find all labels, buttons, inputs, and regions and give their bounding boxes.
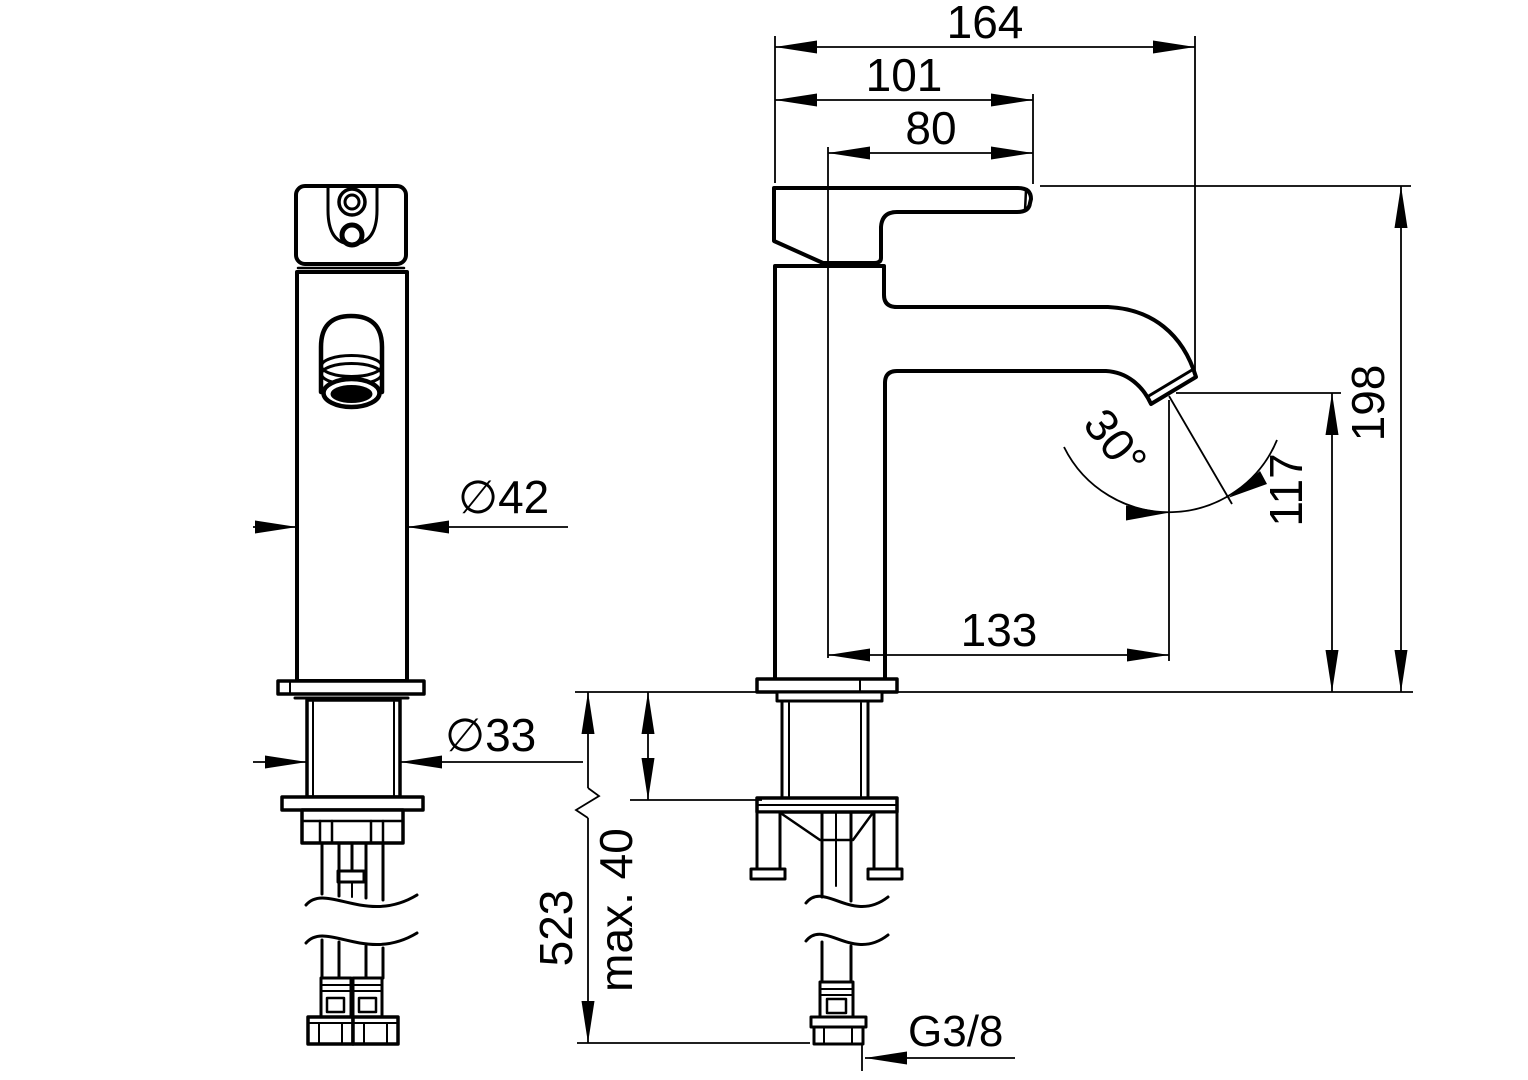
front-handle-ring [337,187,367,217]
dim-label-dia33: ∅33 [445,709,536,761]
front-break-line [304,893,419,908]
front-spout-outlet [318,313,385,410]
faucet-side-view [749,186,1198,1046]
faucet-front-view [276,184,426,1046]
front-mounting-nut [300,808,405,845]
dim-label-523: 523 [530,890,582,967]
dim-label-133: 133 [961,604,1038,656]
front-hose-connectors [306,976,400,1046]
dimension-annotations [253,36,1413,1071]
side-break-line [804,894,890,909]
dim-line-523 [574,692,810,1044]
dim-label-g38: G3/8 [908,1007,1003,1056]
front-supply-hoses [304,841,419,980]
dimension-labels: 164 101 80 133 117 198 523 max. 40 30° ∅… [445,0,1394,1056]
dim-angle-30 [1063,395,1278,521]
side-hose-connector [809,980,868,1046]
front-shank [305,698,402,799]
front-handle-dot [339,222,365,248]
front-break-line [304,931,419,946]
side-break-line [804,932,890,947]
front-washer [280,795,425,812]
side-aerator-face [1145,368,1194,399]
front-body [295,270,409,683]
dim-label-117: 117 [1260,453,1312,526]
dim-label-198: 198 [1342,365,1394,442]
dim-label-101: 101 [866,49,943,101]
side-lever [772,186,1033,265]
dim-label-80: 80 [905,102,956,154]
side-shank [780,699,870,800]
side-base-flange [755,677,899,694]
leader-g38 [861,1043,1015,1071]
front-base-flange [276,679,426,696]
dim-line-max40 [630,692,762,801]
dim-label-max40: max. 40 [590,828,642,992]
side-mounting-bracket [749,810,904,881]
side-supply-hose [804,810,890,984]
dim-label-dia42: ∅42 [458,471,549,523]
side-body-and-spout [773,264,1198,682]
dim-label-164: 164 [947,0,1024,48]
